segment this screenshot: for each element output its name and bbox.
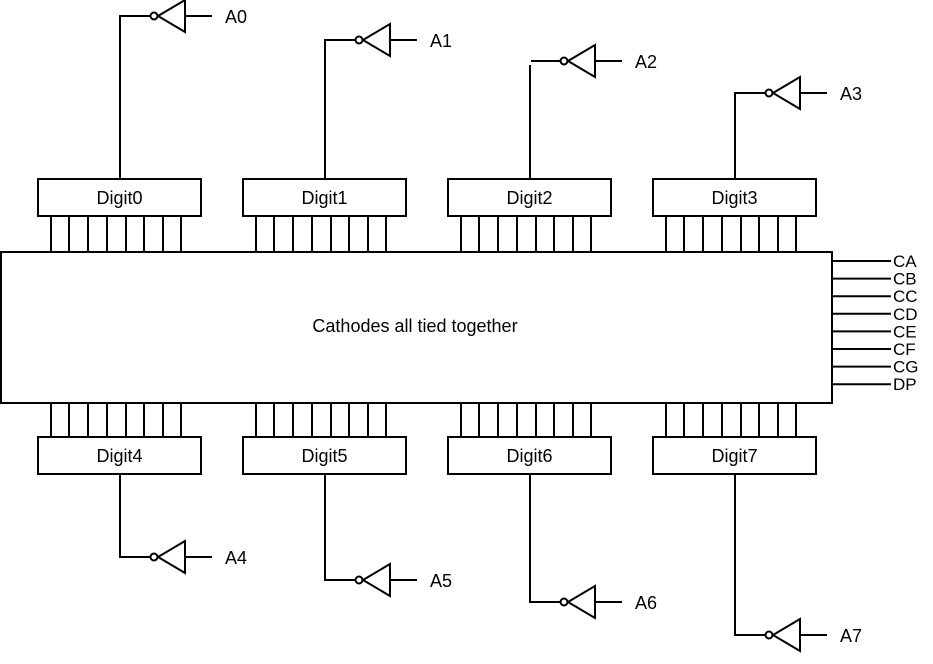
digit-label: Digit1 bbox=[301, 188, 347, 208]
a5-inverter-icon bbox=[361, 562, 391, 598]
a7-inverter-icon bbox=[771, 617, 801, 653]
digit-box bbox=[242, 436, 407, 475]
a3-inverter-icon bbox=[771, 75, 801, 111]
cathode-signal-cc: CC bbox=[832, 287, 918, 306]
digit-label: Digit5 bbox=[301, 446, 347, 466]
cathode-signal-label: DP bbox=[893, 375, 917, 394]
digit-label: Digit3 bbox=[711, 188, 757, 208]
cathode-signal-label: CA bbox=[893, 252, 917, 271]
cathode-signal-label: CF bbox=[893, 340, 916, 359]
digit-digit2: Digit2 A2 bbox=[447, 43, 657, 252]
a1-inverter-icon bbox=[361, 22, 391, 58]
digit-label: Digit0 bbox=[96, 188, 142, 208]
digit-box bbox=[242, 178, 407, 217]
cathode-signal-cd: CD bbox=[832, 305, 918, 324]
digit-digit0: Digit0 A0 bbox=[37, 0, 247, 252]
a6-anode-label: A6 bbox=[635, 593, 657, 613]
cathode-signal-ca: CA bbox=[832, 252, 917, 271]
a1-anode-label: A1 bbox=[430, 31, 452, 51]
digit-box bbox=[37, 436, 202, 475]
digit-box bbox=[447, 436, 612, 475]
digit-label: Digit2 bbox=[506, 188, 552, 208]
a6-inverter-icon bbox=[566, 584, 596, 620]
cathode-signal-label: CC bbox=[893, 287, 918, 306]
digit-box bbox=[652, 178, 817, 217]
digit-label: Digit6 bbox=[506, 446, 552, 466]
cathode-bus-box bbox=[0, 251, 833, 404]
digit-box bbox=[37, 178, 202, 217]
a4-inverter-icon bbox=[156, 539, 186, 575]
a2-anode-label: A2 bbox=[635, 52, 657, 72]
a0-anode-label: A0 bbox=[225, 7, 247, 27]
digit-digit3: Digit3 A3 bbox=[652, 75, 862, 252]
cathode-bus-label: Cathodes all tied together bbox=[312, 316, 517, 336]
cathode-signal-label: CG bbox=[893, 358, 919, 377]
digit-digit1: Digit1 A1 bbox=[242, 22, 452, 252]
a0-inverter-icon bbox=[156, 0, 186, 34]
cathode-signal-ce: CE bbox=[832, 322, 917, 341]
cathode-signal-cg: CG bbox=[832, 358, 919, 377]
a5-anode-label: A5 bbox=[430, 571, 452, 591]
cathode-signal-cb: CB bbox=[832, 270, 917, 289]
cathode-signal-label: CB bbox=[893, 270, 917, 289]
a4-anode-label: A4 bbox=[225, 548, 247, 568]
digit-box bbox=[652, 436, 817, 475]
a3-anode-label: A3 bbox=[840, 84, 862, 104]
digit-label: Digit4 bbox=[96, 446, 142, 466]
cathode-signal-cf: CF bbox=[832, 340, 916, 359]
cathode-signal-dp: DP bbox=[832, 375, 917, 394]
cathode-signal-label: CE bbox=[893, 322, 917, 341]
digit-label: Digit7 bbox=[711, 446, 757, 466]
a7-anode-label: A7 bbox=[840, 626, 862, 646]
a2-inverter-icon bbox=[566, 43, 596, 79]
cathode-signal-label: CD bbox=[893, 305, 918, 324]
